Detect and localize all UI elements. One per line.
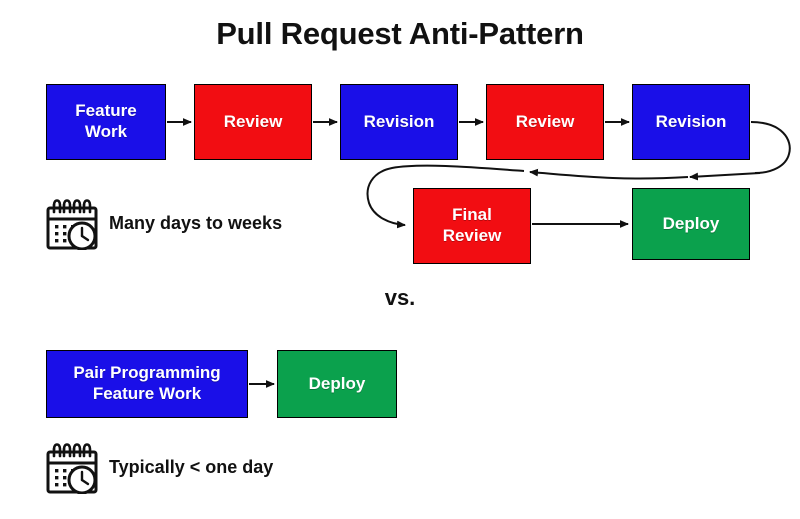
calendar-clock-icon <box>44 196 100 250</box>
edge-revision-2-to-final-review-sweep <box>529 168 689 180</box>
duration-note-fast: Typically < one day <box>44 440 273 494</box>
node-revision-1[interactable]: Revision <box>340 84 458 160</box>
duration-note-label: Typically < one day <box>109 456 274 477</box>
node-label: Review <box>223 111 283 131</box>
node-feature-work[interactable]: Feature Work <box>46 84 166 160</box>
node-label: Review <box>515 111 575 131</box>
node-pair-feature-work[interactable]: Pair Programming Feature Work <box>46 350 248 418</box>
node-review-2[interactable]: Review <box>486 84 604 160</box>
node-label: Final Review <box>442 205 502 245</box>
vs-divider: vs. <box>384 285 416 310</box>
duration-note-label: Many days to weeks <box>109 212 283 233</box>
node-deploy-fast[interactable]: Deploy <box>277 350 397 418</box>
node-label: Feature Work <box>75 101 137 141</box>
edge-revision-2-to-final-review-segment-right <box>750 121 791 174</box>
duration-note-slow: Many days to weeks <box>44 196 282 250</box>
node-label: Deploy <box>308 373 366 393</box>
node-label: Deploy <box>662 213 720 233</box>
node-label: Pair Programming Feature Work <box>73 363 221 403</box>
edge-revision-2-to-final-review-arrow-1 <box>689 172 761 181</box>
node-revision-2[interactable]: Revision <box>632 84 750 160</box>
node-label: Revision <box>655 111 727 131</box>
calendar-clock-icon <box>44 440 100 494</box>
node-final-review[interactable]: Final Review <box>413 188 531 264</box>
node-label: Revision <box>363 111 435 131</box>
page-title: Pull Request Anti-Pattern <box>216 16 584 51</box>
node-review-1[interactable]: Review <box>194 84 312 160</box>
node-deploy-slow[interactable]: Deploy <box>632 188 750 260</box>
